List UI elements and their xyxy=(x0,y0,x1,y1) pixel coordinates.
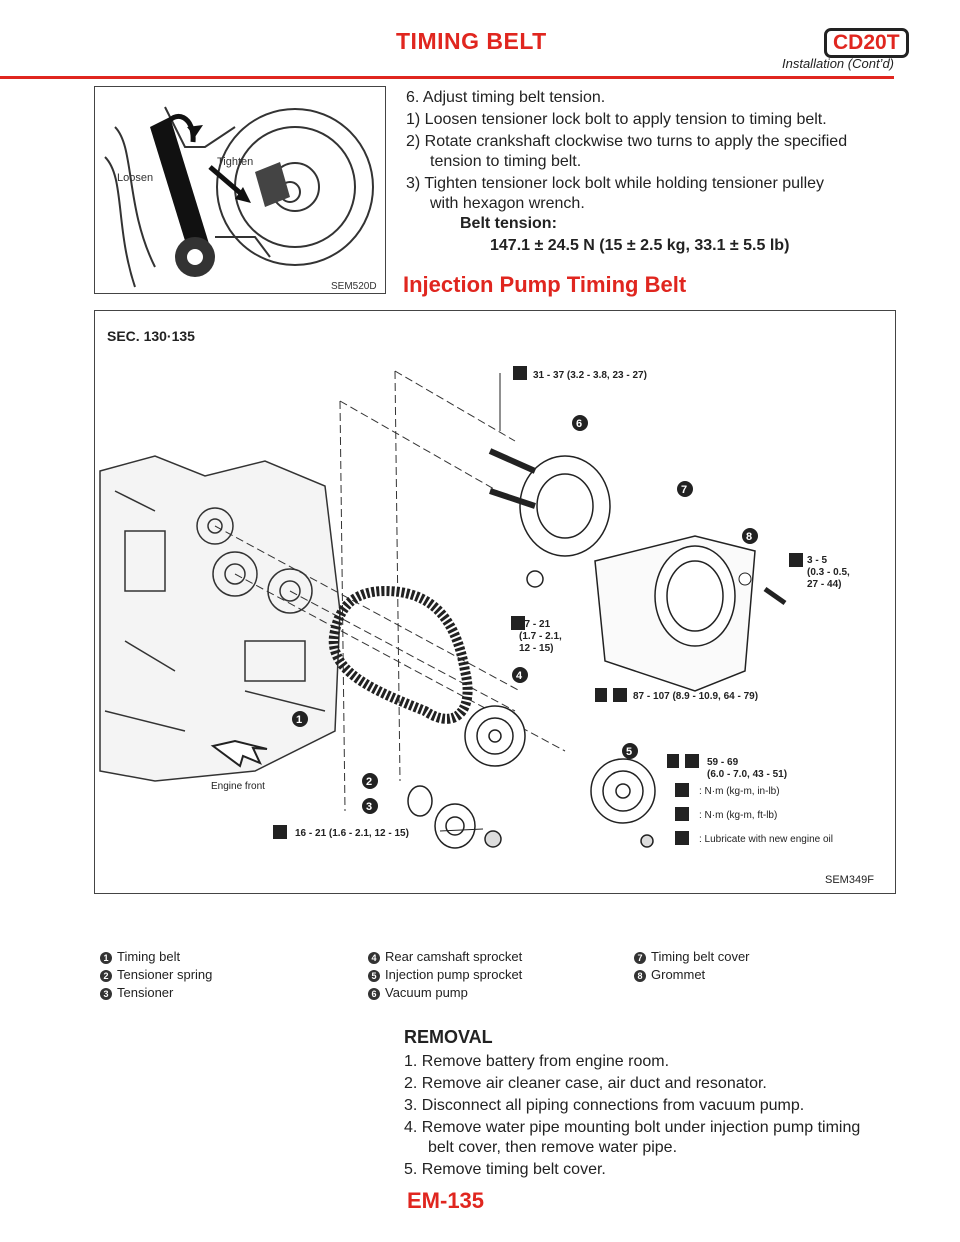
removal-step: 5. Remove timing belt cover. xyxy=(404,1161,606,1178)
engine-code-badge: CD20T xyxy=(824,28,909,58)
adjust-step: tension to timing belt. xyxy=(430,153,582,170)
callout-8 xyxy=(742,528,758,544)
page-number: EM-135 xyxy=(407,1188,485,1213)
tensioner-adjust-figure: Loosen Tighten SEM520D xyxy=(94,86,386,294)
key-in-lb: : N·m (kg-m, in-lb) xyxy=(699,786,780,797)
tensioner-adjust-illustration: Loosen Tighten SEM520D xyxy=(104,106,377,292)
torque-spec: 17 - 21 xyxy=(519,619,551,630)
torque-spec: 31 - 37 (3.2 - 3.8, 23 - 27) xyxy=(533,370,647,381)
callout-6 xyxy=(572,415,588,431)
adjust-heading: 6. Adjust timing belt tension. xyxy=(406,89,606,106)
loosen-label: Loosen xyxy=(117,172,153,184)
callout-5 xyxy=(622,743,638,759)
svg-text:2: 2 xyxy=(366,776,372,788)
svg-text:7: 7 xyxy=(681,484,687,496)
torque-spec: 12 - 15) xyxy=(519,643,553,654)
key-ft-lb: : N·m (kg-m, ft-lb) xyxy=(699,810,777,821)
key-lubricate: : Lubricate with new engine oil xyxy=(699,834,833,845)
svg-text:5: 5 xyxy=(626,746,632,758)
removal-step: belt cover, then remove water pipe. xyxy=(428,1139,678,1156)
engine-front-label: Engine front xyxy=(211,781,265,792)
adjust-step: 2) Rotate crankshaft clockwise two turns… xyxy=(406,133,848,150)
figure-code: SEM520D xyxy=(331,281,377,292)
header-rule xyxy=(0,76,894,79)
spec-label: Belt tension: xyxy=(460,215,557,232)
callout-3 xyxy=(362,798,378,814)
svg-text:1: 1 xyxy=(296,714,302,726)
wrench-icon xyxy=(513,366,527,380)
svg-text:4: 4 xyxy=(516,670,523,682)
removal-step: 3. Disconnect all piping connections fro… xyxy=(404,1097,805,1114)
section-title: Injection Pump Timing Belt xyxy=(403,272,687,297)
callout-1 xyxy=(292,711,308,727)
torque-spec: (0.3 - 0.5, xyxy=(807,567,850,578)
adjust-step: 1) Loosen tensioner lock bolt to apply t… xyxy=(406,111,827,128)
callout-2 xyxy=(362,773,378,789)
removal-step: 4. Remove water pipe mounting bolt under… xyxy=(404,1119,861,1136)
removal-step: 2. Remove air cleaner case, air duct and… xyxy=(404,1075,767,1092)
torque-spec: 27 - 44) xyxy=(807,579,841,590)
section-reference: SEC. 130·135 xyxy=(107,328,195,344)
svg-text:8: 8 xyxy=(746,531,752,543)
removal-heading: REMOVAL xyxy=(404,1027,493,1047)
removal-step: 1. Remove battery from engine room. xyxy=(404,1053,670,1070)
torque-spec: (6.0 - 7.0, 43 - 51) xyxy=(707,769,787,780)
exploded-view-illustration: SEC. 130·135 SEM349F xyxy=(99,328,874,886)
torque-spec: (1.7 - 2.1, xyxy=(519,631,562,642)
exploded-view-figure: SEC. 130·135 SEM349F xyxy=(94,310,896,894)
callout-7 xyxy=(677,481,693,497)
adjust-step: 3) Tighten tensioner lock bolt while hol… xyxy=(406,175,825,192)
page-title: TIMING BELT xyxy=(396,28,547,54)
adjust-step: with hexagon wrench. xyxy=(430,195,585,212)
tighten-label: Tighten xyxy=(217,156,253,168)
svg-text:3: 3 xyxy=(366,801,372,813)
callout-4 xyxy=(512,667,528,683)
svg-text:6: 6 xyxy=(576,418,582,430)
torque-spec: 3 - 5 xyxy=(807,555,827,566)
torque-spec: 59 - 69 xyxy=(707,757,739,768)
spec-value: 147.1 ± 24.5 N (15 ± 2.5 kg, 33.1 ± 5.5 … xyxy=(490,237,790,254)
page-subtitle: Installation (Cont’d) xyxy=(782,56,894,71)
torque-spec: 16 - 21 (1.6 - 2.1, 12 - 15) xyxy=(295,828,409,839)
figure-code: SEM349F xyxy=(825,874,874,886)
torque-spec: 87 - 107 (8.9 - 10.9, 64 - 79) xyxy=(633,691,758,702)
